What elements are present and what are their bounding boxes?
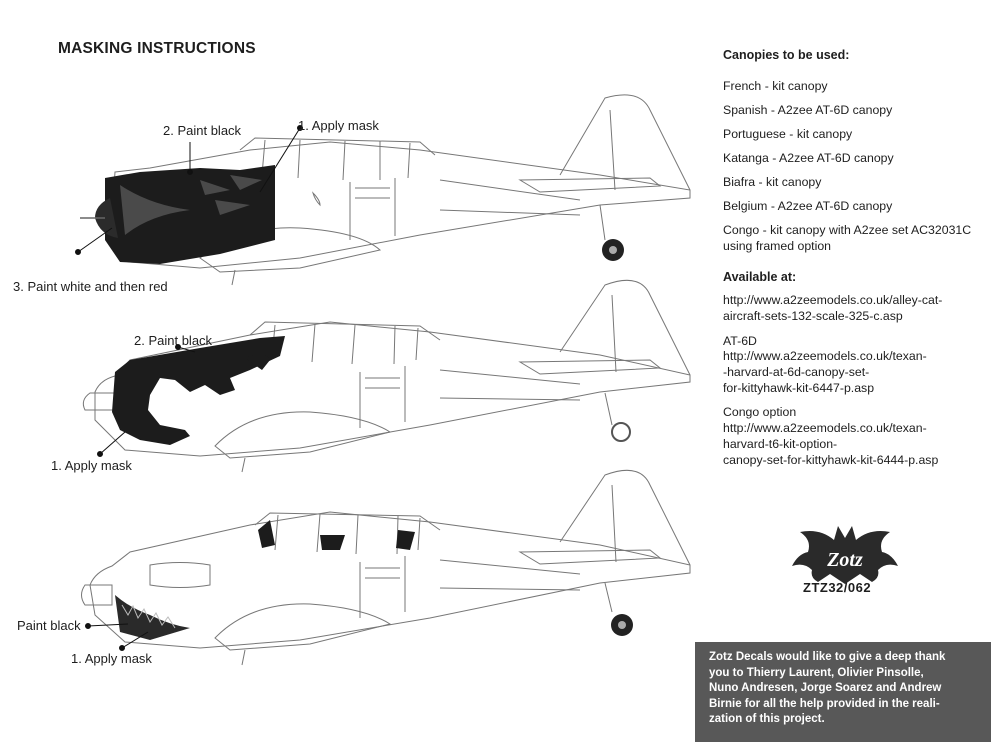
thanks-line: you to Thierry Laurent, Olivier Pinsolle… — [709, 666, 924, 679]
logo-wordmark: Zotz — [826, 549, 863, 571]
available-heading: Available at: — [723, 270, 797, 284]
callout-apply-mask-3: 1. Apply mask — [71, 651, 152, 666]
callout-paint-black-3: Paint black — [17, 618, 81, 633]
aircraft-profile-1 — [75, 94, 691, 286]
link-line[interactable]: http://www.a2zeemodels.co.uk/texan- — [723, 349, 927, 363]
canopy-item: Congo - kit canopy with A2zee set AC3203… — [723, 223, 972, 237]
thanks-line: Zotz Decals would like to give a deep th… — [709, 651, 946, 663]
canopy-item: Belgium - A2zee AT-6D canopy — [723, 199, 893, 213]
canopy-item: using framed option — [723, 239, 832, 253]
canopy-item: Biafra - kit canopy — [723, 175, 822, 189]
link-label: AT-6D — [723, 334, 757, 348]
link-label: Congo option — [723, 405, 797, 419]
callout-paint-black-2: 2. Paint black — [134, 333, 213, 348]
zotz-logo: Zotz — [792, 526, 898, 584]
canopy-item: Portuguese - kit canopy — [723, 127, 853, 141]
page-title: MASKING INSTRUCTIONS — [58, 40, 256, 57]
aircraft-profile-2 — [82, 279, 691, 473]
product-code: ZTZ32/062 — [803, 580, 872, 595]
aircraft-profile-3 — [81, 469, 691, 666]
canopies-heading: Canopies to be used: — [723, 48, 850, 62]
callout-apply-mask-1: 1. Apply mask — [298, 118, 379, 133]
link-line[interactable]: for-kittyhawk-kit-6447-p.asp — [723, 381, 875, 395]
link-line[interactable]: -harvard-at-6d-canopy-set- — [723, 365, 870, 379]
acknowledgements-box: Zotz Decals would like to give a deep th… — [695, 642, 991, 742]
callout-paint-black-1: 2. Paint black — [163, 123, 242, 138]
callout-apply-mask-2: 1. Apply mask — [51, 458, 132, 473]
canopy-item: Katanga - A2zee AT-6D canopy — [723, 151, 894, 165]
link-line[interactable]: http://www.a2zeemodels.co.uk/alley-cat- — [723, 293, 943, 307]
canopy-item: French - kit canopy — [723, 79, 828, 93]
thanks-line: zation of this project. — [709, 713, 825, 725]
link-line[interactable]: canopy-set-for-kittyhawk-kit-6444-p.asp — [723, 453, 939, 467]
thanks-line: Birnie for all the help provided in the … — [709, 697, 940, 710]
link-line[interactable]: aircraft-sets-132-scale-325-c.asp — [723, 309, 903, 323]
thanks-line: Nuno Andresen, Jorge Soarez and Andrew — [709, 682, 942, 694]
callout-paint-white-red: 3. Paint white and then red — [13, 279, 168, 294]
link-line[interactable]: http://www.a2zeemodels.co.uk/texan- — [723, 421, 927, 435]
canopy-item: Spanish - A2zee AT-6D canopy — [723, 103, 893, 117]
link-line[interactable]: harvard-t6-kit-option- — [723, 437, 838, 451]
